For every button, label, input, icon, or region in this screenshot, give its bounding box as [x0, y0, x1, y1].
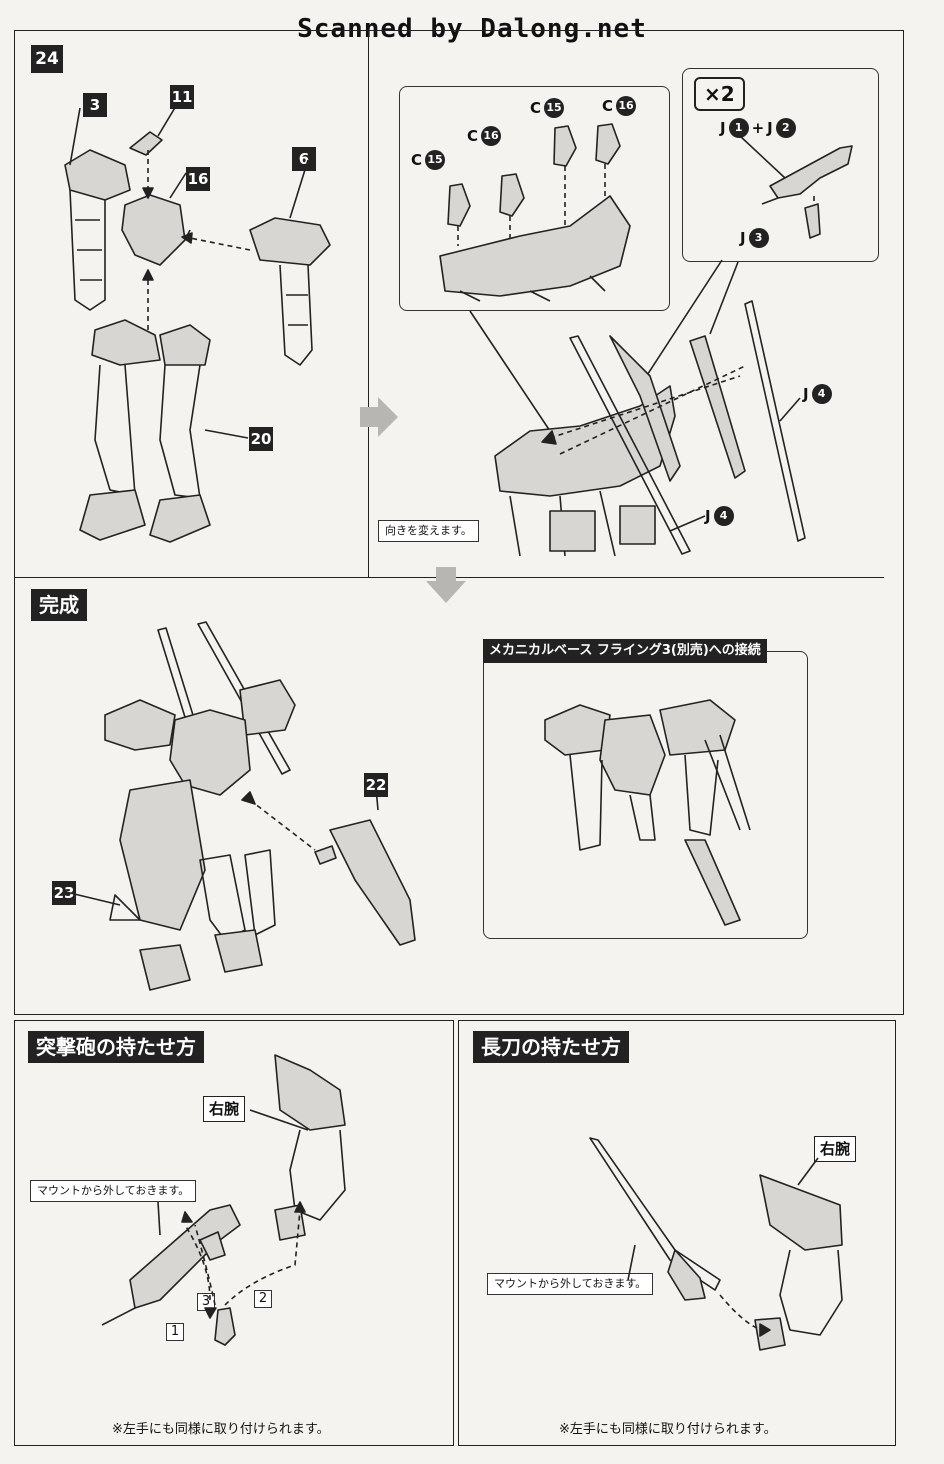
step24-left-illustration — [64, 105, 331, 543]
sword-footnote: ※左手にも同様に取り付けられます。 — [559, 1422, 777, 1437]
cannon-arm-label: 右腕 — [203, 1096, 246, 1122]
next-step-arrow — [360, 397, 398, 437]
sword-note: マウントから外しておきます。 — [487, 1273, 654, 1295]
part-label-3: 3 — [83, 93, 107, 117]
part-label-20: 20 — [249, 427, 273, 451]
mount-detail-box — [399, 86, 670, 311]
sword-title: 長刀の持たせ方 — [473, 1031, 629, 1063]
sword-arm-label: 右腕 — [814, 1136, 857, 1162]
down-arrow — [426, 567, 466, 603]
connection-illustration — [544, 699, 751, 926]
cannon-panel — [14, 1020, 454, 1446]
sword-panel — [458, 1020, 896, 1446]
complete-illustration — [65, 621, 416, 991]
watermark: Scanned by Dalong.net — [297, 14, 647, 44]
connection-title: メカニカルベース フライング3(別売)への接続 — [483, 639, 767, 663]
cannon-footnote: ※左手にも同様に取り付けられます。 — [112, 1422, 330, 1437]
complete-title: 完成 — [31, 589, 87, 621]
multiplier-badge: ×2 — [694, 77, 745, 111]
cannon-illustration — [101, 1054, 346, 1346]
sword-illustration — [589, 1137, 843, 1351]
weapon-detail-box — [682, 68, 879, 262]
step24-right-illustration — [439, 123, 853, 557]
step-2-box: 2 — [254, 1290, 272, 1308]
cannon-note: マウントから外しておきます。 — [30, 1180, 197, 1202]
step-1-box: 1 — [166, 1323, 184, 1341]
part-label-16: 16 — [186, 167, 210, 191]
part-label-11: 11 — [170, 85, 194, 109]
cannon-title: 突撃砲の持たせ方 — [28, 1031, 204, 1063]
part-label-6: 6 — [292, 147, 316, 171]
step-number: 24 — [31, 45, 63, 73]
page-frame — [14, 30, 904, 1015]
turn-note: 向きを変えます。 — [378, 520, 479, 542]
step-divider — [368, 30, 369, 578]
